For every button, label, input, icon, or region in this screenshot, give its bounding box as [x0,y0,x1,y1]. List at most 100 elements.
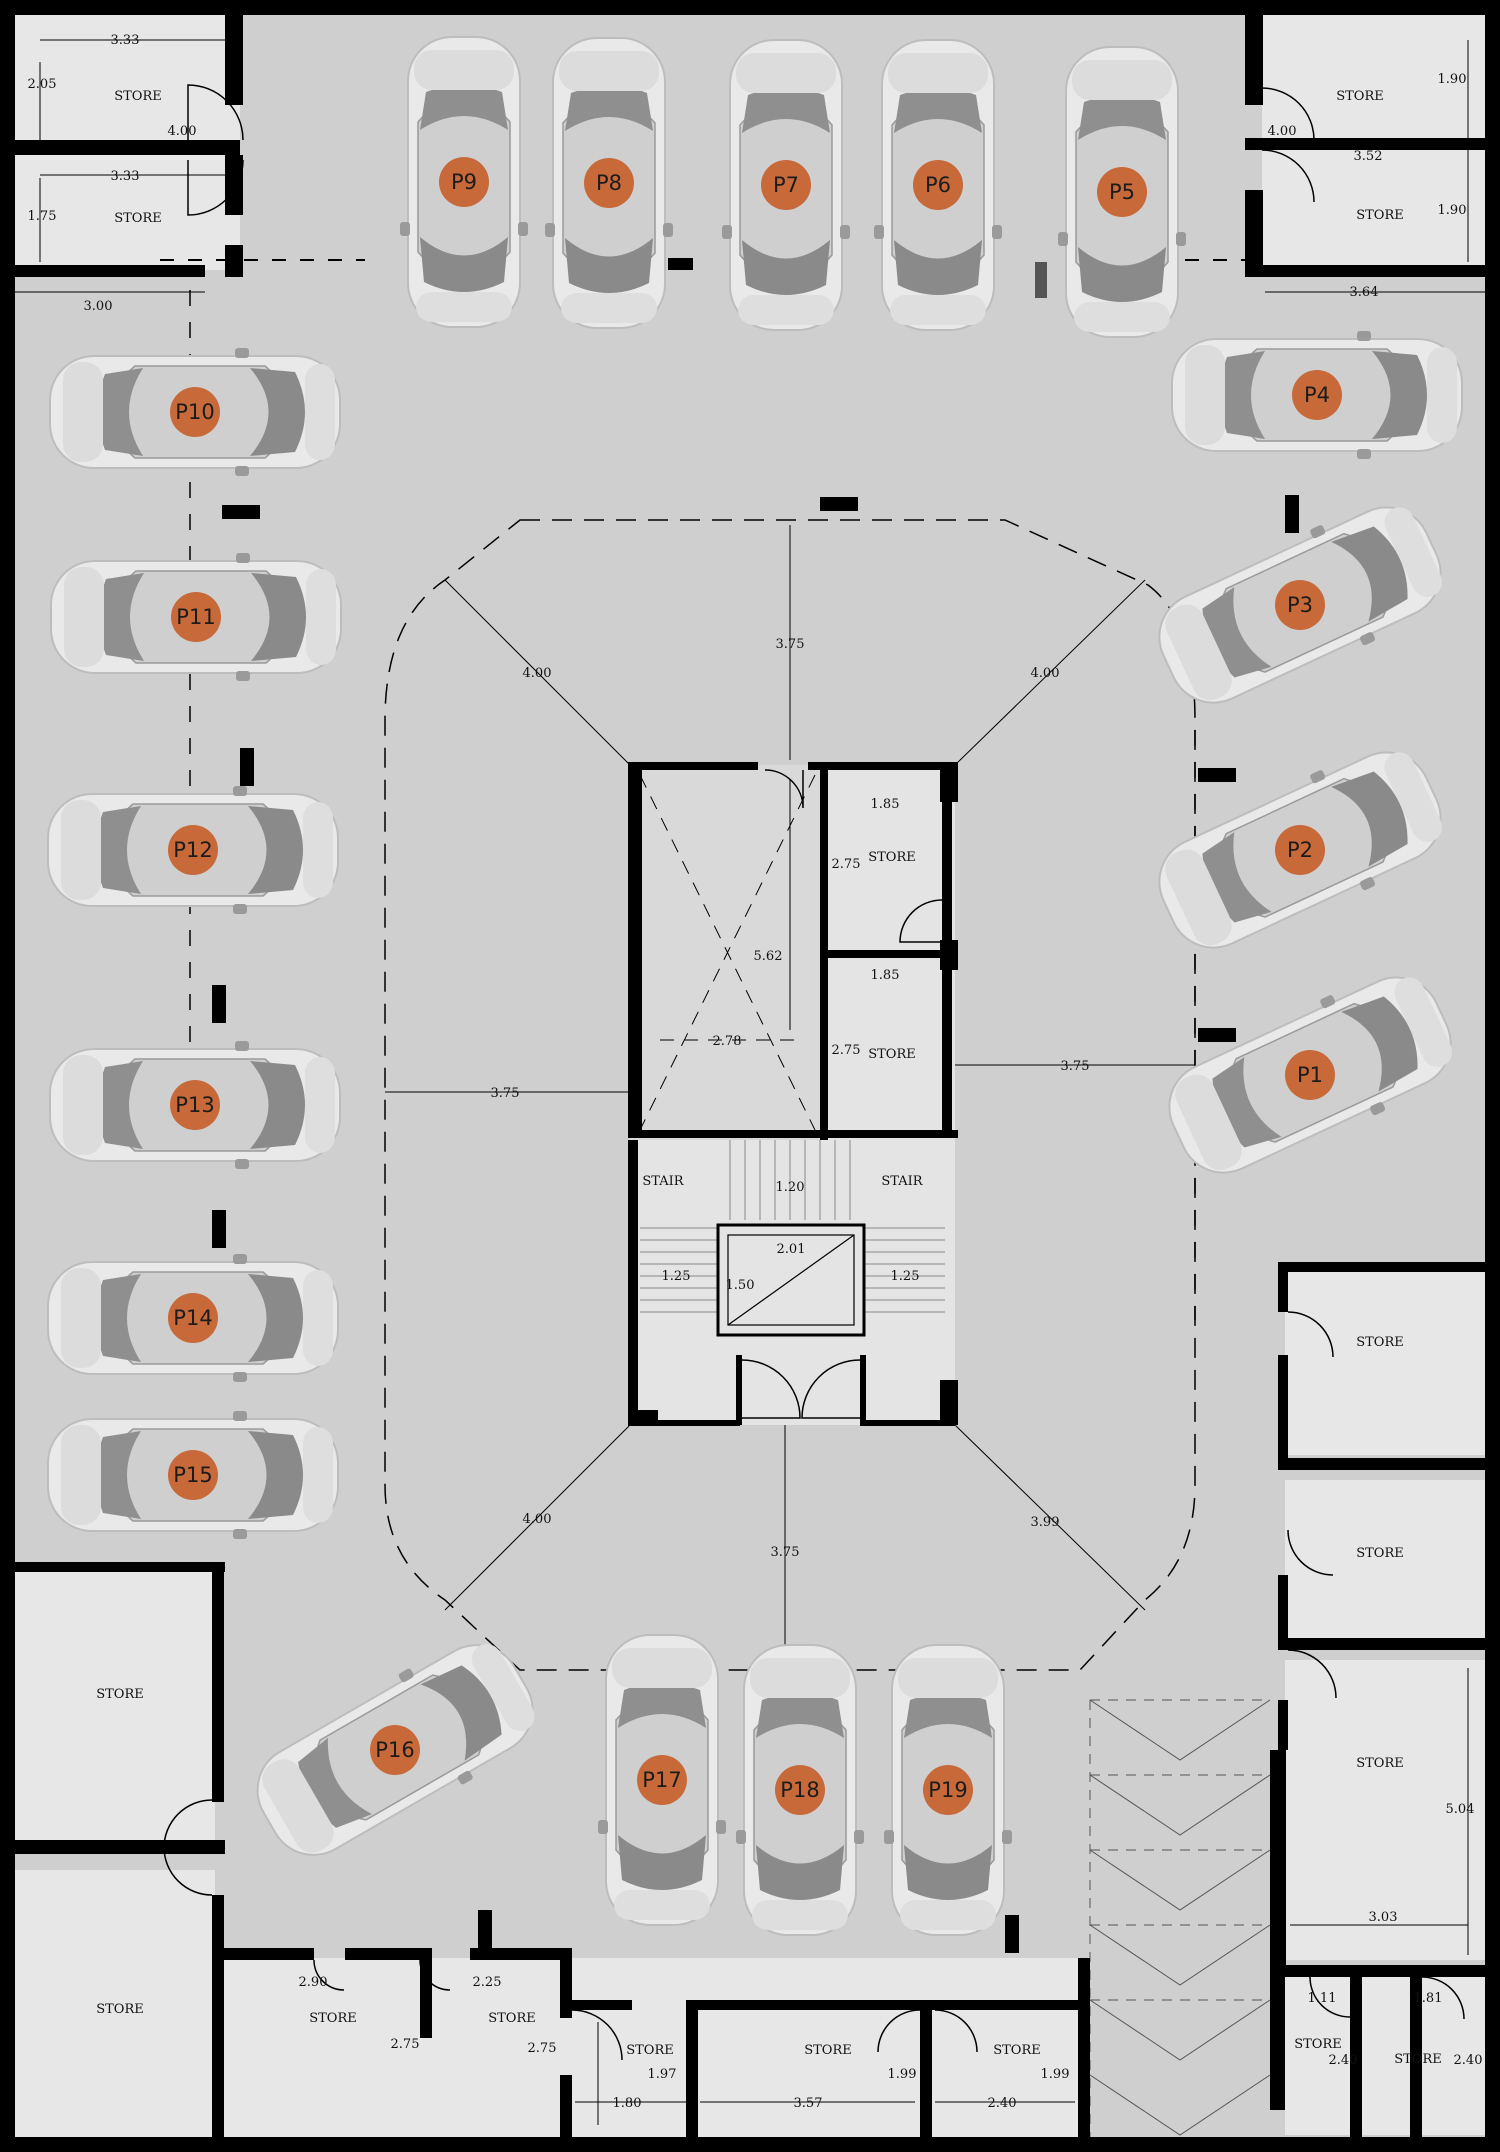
parking-label: P11 [176,605,215,629]
store-label: STORE [1356,208,1404,223]
parking-badge [1292,370,1342,420]
dimension-label: 2.25 [473,1975,502,1990]
parking-label: P8 [596,171,622,195]
dimension-label: 5.62 [754,949,783,964]
store-label: STORE [993,2043,1041,2058]
store-label: STORE [1356,1756,1404,1771]
parking-badge [913,160,963,210]
store-bottom-left [15,1562,225,2137]
parking-space-p19: P19 [883,1644,1013,1936]
dimension-label: 1.99 [1041,2067,1070,2082]
store-right [1270,1262,1485,2137]
store-label: STORE [1356,1335,1404,1350]
dimension-label: 1.25 [891,1269,920,1284]
dimension-label: 2.40 [1329,2053,1358,2068]
dimension-label: 2.75 [832,1043,861,1058]
dimension-label: 1.80 [613,2096,642,2111]
parking-label: P7 [773,173,799,197]
dimension-label: 2.75 [832,857,861,872]
dimension-label: 1.85 [871,968,900,983]
parking-label: P1 [1297,1063,1323,1087]
dimension-label: 3.75 [776,637,805,652]
dimension-label: 3.75 [1061,1059,1090,1074]
store-label: STORE [96,2002,144,2017]
parking-badge [761,160,811,210]
dimension-label: 2.05 [28,77,57,92]
dimension-label: 3.75 [491,1086,520,1101]
store-label: STORE [1394,2052,1442,2067]
dimension-label: 1.97 [648,2067,677,2082]
store-label: STORE [96,1687,144,1702]
dimension-label: 2.40 [1454,2053,1483,2068]
parking-space-p10: P10 [49,347,341,477]
dimension-label: 1.81 [1414,1991,1443,2006]
parking-space-p18: P18 [735,1644,865,1936]
parking-label: P14 [173,1306,212,1330]
parking-label: P18 [780,1778,819,1802]
parking-badge [775,1765,825,1815]
parking-badge [1275,825,1325,875]
parking-badge [637,1755,687,1805]
parking-space-p11: P11 [50,552,342,682]
parking-space-p6: P6 [873,39,1003,331]
parking-space-p13: P13 [49,1040,341,1170]
dimension-label: 4.00 [1031,666,1060,681]
parking-label: P5 [1109,180,1135,204]
dimension-label: 3.99 [1031,1515,1060,1530]
dimension-label: 1.99 [888,2067,917,2082]
dimension-label: 1.11 [1308,1991,1337,2006]
dimension-label: 2.40 [988,2096,1017,2111]
dimension-label: 1.20 [776,1180,805,1195]
parking-label: P16 [375,1738,414,1762]
store-label: STORE [309,2011,357,2026]
store-label: STORE [868,850,916,865]
parking-label: P12 [173,838,212,862]
parking-space-p1: P1 [1150,954,1470,1196]
dimension-label: 1.85 [871,797,900,812]
parking-label: P6 [925,173,951,197]
parking-label: P17 [642,1768,681,1792]
parking-badge [168,825,218,875]
stair-label: STAIR [642,1174,684,1189]
store-label: STORE [1356,1546,1404,1561]
central-core [628,762,958,1426]
parking-spaces: P1P2P3P4P5P6P7P8P9P10P11P12P13P14P15P16P… [47,36,1470,1936]
parking-space-p14: P14 [47,1253,339,1383]
parking-space-p17: P17 [597,1634,727,1926]
parking-badge [1275,580,1325,630]
dimension-label: 2.75 [528,2041,557,2056]
dimension-label: 1.90 [1438,203,1467,218]
parking-badge [170,1080,220,1130]
store-label: STORE [114,211,162,226]
parking-label: P19 [928,1778,967,1802]
parking-badge [1285,1050,1335,1100]
parking-label: P3 [1287,593,1313,617]
parking-badge [584,158,634,208]
dimension-label: 2.01 [777,1242,806,1257]
dimension-label: 3.57 [794,2096,823,2111]
parking-space-p15: P15 [47,1410,339,1540]
parking-label: P10 [175,400,214,424]
dimension-label: 1.50 [726,1278,755,1293]
parking-label: P2 [1287,838,1313,862]
dimension-label: 2.75 [391,2037,420,2052]
store-label: STORE [114,89,162,104]
parking-space-p5: P5 [1057,46,1187,338]
parking-space-p12: P12 [47,785,339,915]
dimension-label: 1.75 [28,209,57,224]
parking-space-p3: P3 [1140,484,1460,726]
store-label: STORE [488,2011,536,2026]
store-bottom-row [224,1948,1090,2137]
dimension-label: 3.33 [111,33,140,48]
parking-badge [171,592,221,642]
store-top-right [1245,15,1485,293]
dimension-label: 2.90 [299,1975,328,1990]
store-top-left [15,15,244,293]
dimension-label: 1.25 [662,1269,691,1284]
dimension-label: 5.04 [1446,1802,1475,1817]
parking-space-p8: P8 [544,37,674,329]
store-label: STORE [868,1047,916,1062]
dimension-label: 3.52 [1354,149,1383,164]
parking-space-p2: P2 [1140,729,1460,971]
parking-label: P13 [175,1093,214,1117]
